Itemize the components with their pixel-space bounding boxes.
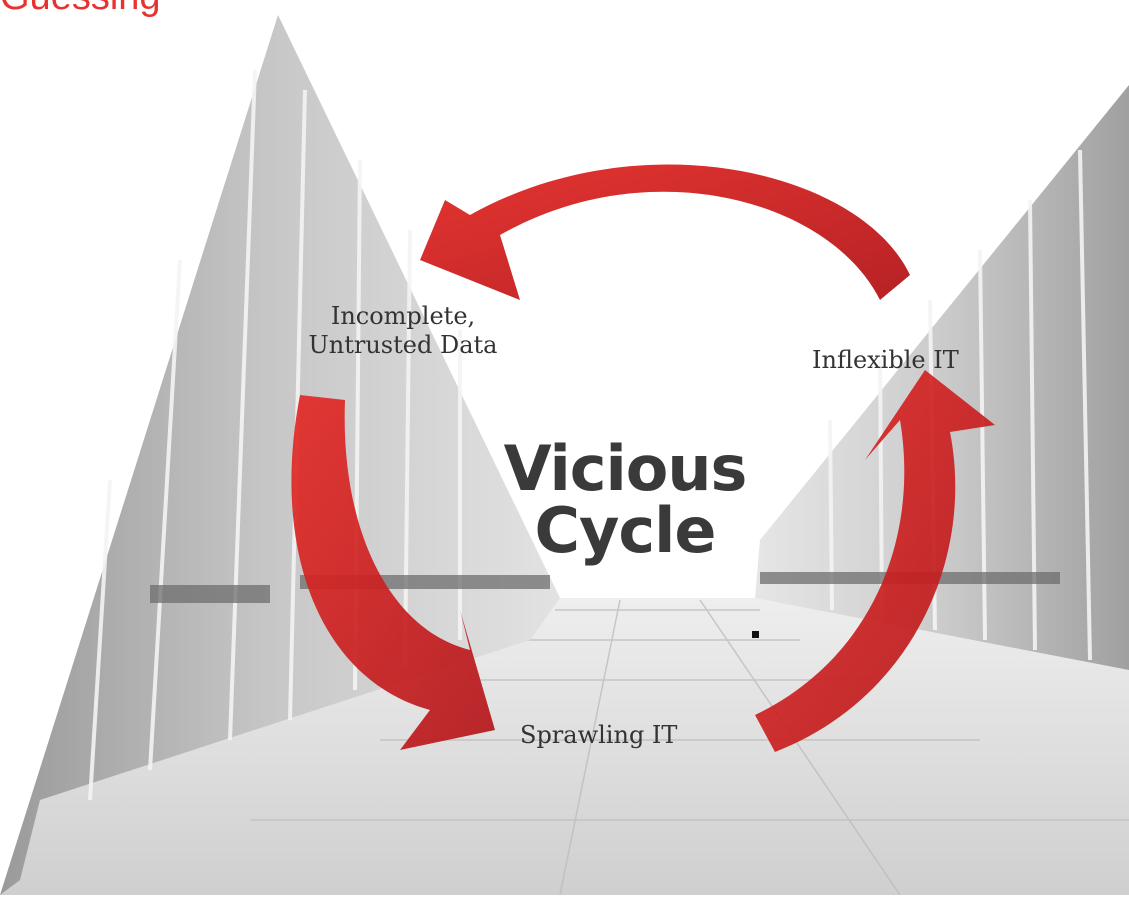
node-incomplete-untrusted-data: Incomplete, Untrusted Data: [268, 302, 538, 360]
floor-grid: [250, 599, 1129, 896]
center-title-line1: Vicious: [503, 432, 748, 505]
node-inflexible-it: Inflexible IT: [812, 346, 959, 374]
arrow-right: [755, 370, 995, 752]
arrow-left: [291, 395, 495, 750]
node-sprawling-it: Sprawling IT: [520, 721, 678, 749]
center-title-line2: Cycle: [534, 494, 717, 567]
slide-title: Guessing: [0, 0, 161, 16]
left-rack-lines: [88, 69, 462, 801]
center-title: Vicious Cycle: [470, 438, 780, 562]
dot: [752, 631, 759, 638]
node-incomplete-line1: Incomplete,: [330, 302, 476, 330]
arrow-top: [420, 164, 910, 300]
node-incomplete-line2: Untrusted Data: [308, 330, 498, 359]
